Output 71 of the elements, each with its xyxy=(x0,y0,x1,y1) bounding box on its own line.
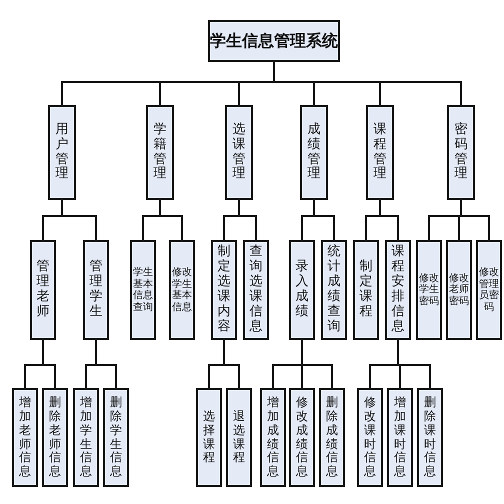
module-box xyxy=(196,388,222,487)
module-box xyxy=(416,240,442,340)
box-label: 退选课程 xyxy=(233,410,245,466)
box-label: 修改管理员密码 xyxy=(479,267,499,313)
module-box xyxy=(353,240,379,340)
module-box xyxy=(387,388,413,487)
box-label: 课程管理 xyxy=(374,122,386,182)
box-label: 增加老师信息 xyxy=(19,396,31,479)
box-label: 用户管理 xyxy=(56,122,68,182)
connector-line xyxy=(273,62,462,105)
module-box xyxy=(226,388,252,487)
connector-line xyxy=(42,340,56,388)
box-label: 增加学生信息 xyxy=(80,396,92,479)
box-label: 删除课时信息 xyxy=(424,396,436,479)
box-label: 增加课时信息 xyxy=(394,396,406,479)
box-label: 增加成绩信息 xyxy=(267,396,279,479)
box-label: 学生基本信息查询 xyxy=(133,267,153,313)
box-label: 成绩管理 xyxy=(308,122,320,182)
box-label: 修改老师密码 xyxy=(449,272,469,308)
box-label: 修改成绩信息 xyxy=(296,396,308,479)
module-box xyxy=(211,240,237,340)
module-box xyxy=(103,388,129,487)
box-label: 录入成绩 xyxy=(296,260,308,320)
module-box xyxy=(12,388,38,487)
connector-line xyxy=(238,200,257,240)
module-box xyxy=(30,240,56,340)
module-box xyxy=(446,240,472,340)
connector-line xyxy=(95,340,117,388)
module-box xyxy=(417,388,443,487)
connector-line xyxy=(223,340,240,388)
box-label: 选择课程 xyxy=(203,410,215,466)
box-label: 选课管理 xyxy=(232,122,246,182)
box-label: 查询选课信息 xyxy=(250,245,262,335)
connector-line xyxy=(301,340,333,388)
module-box xyxy=(289,240,315,340)
module-box xyxy=(447,105,475,200)
module-box xyxy=(319,388,345,487)
module-box xyxy=(300,105,328,200)
box-label: 管理学生 xyxy=(90,260,102,320)
module-box xyxy=(130,240,156,340)
box-label: 制定课程 xyxy=(360,260,372,320)
box-label: 修改学生密码 xyxy=(419,272,439,308)
module-box xyxy=(321,240,347,340)
module-box xyxy=(169,240,195,340)
box-label: 制定选课内容 xyxy=(218,245,230,335)
module-box xyxy=(48,105,76,200)
box-label: 学生信息管理系统 xyxy=(210,32,338,50)
box-label: 删除学生信息 xyxy=(110,396,122,479)
module-box xyxy=(73,388,99,487)
module-box xyxy=(260,388,286,487)
module-box xyxy=(243,240,269,340)
box-label: 删除成绩信息 xyxy=(326,396,338,479)
module-box xyxy=(476,240,502,340)
box-label: 修改课时信息 xyxy=(364,396,376,479)
title-box xyxy=(208,20,340,62)
box-label: 课程安排信息 xyxy=(392,245,404,335)
module-box xyxy=(225,105,253,200)
box-label: 密码管理 xyxy=(454,122,468,182)
box-label: 删除老师信息 xyxy=(49,396,61,479)
box-label: 管理老师 xyxy=(36,260,50,320)
module-box xyxy=(42,388,68,487)
module-box xyxy=(385,240,411,340)
module-box xyxy=(366,105,394,200)
module-box xyxy=(357,388,383,487)
box-label: 学籍管理 xyxy=(154,122,166,182)
box-label: 修改学生基本信息 xyxy=(172,267,192,313)
module-box xyxy=(146,105,174,200)
module-box xyxy=(83,240,109,340)
box-label: 统计成绩查询 xyxy=(328,245,340,335)
module-box xyxy=(289,388,315,487)
connector-line xyxy=(313,200,335,240)
